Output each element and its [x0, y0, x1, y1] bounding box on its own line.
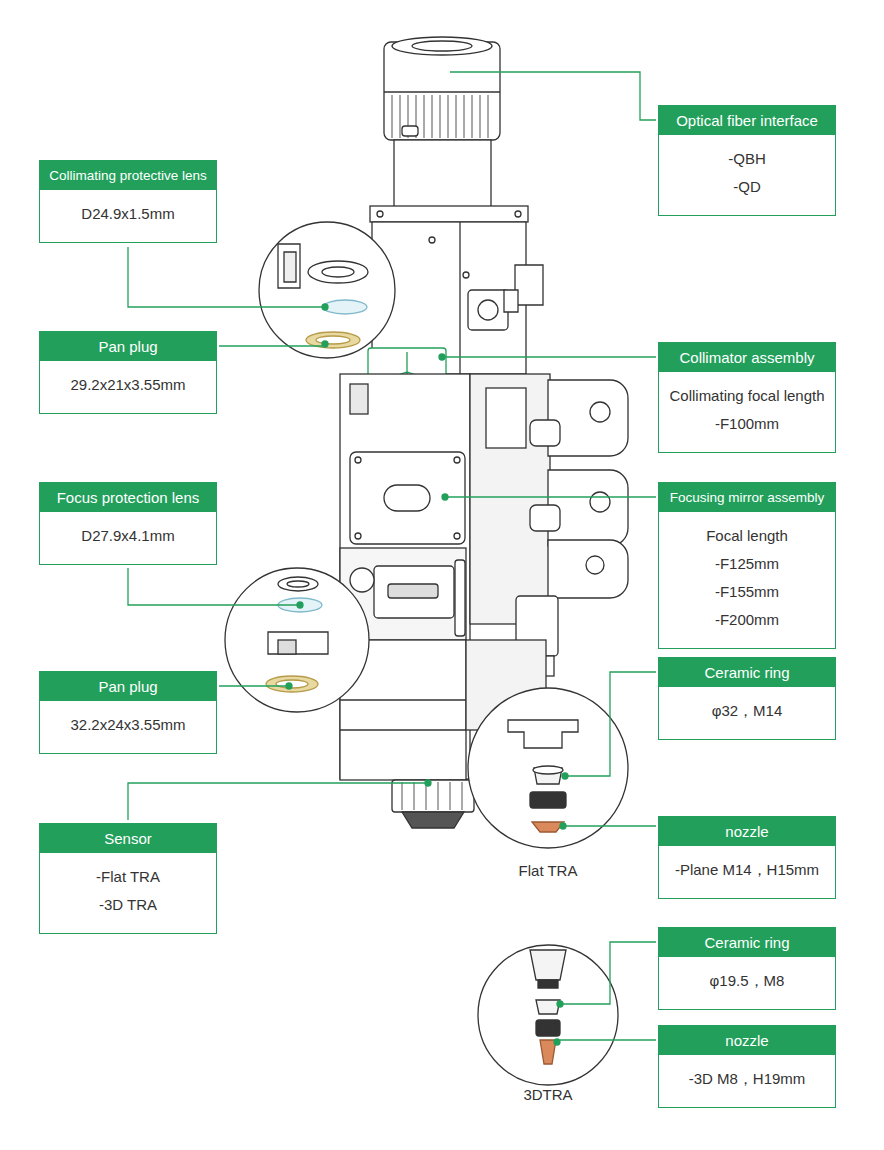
part-label: 3DTRA	[523, 1086, 572, 1103]
spec-text: -QD	[665, 173, 829, 201]
callout-heading: Pan plug	[40, 332, 216, 361]
callout-body: φ19.5，M8	[659, 957, 835, 1009]
callout-body: -3D M8，H19mm	[659, 1055, 835, 1107]
callout-box: Collimating protective lensD24.9x1.5mm	[39, 160, 217, 243]
spec-text: -F155mm	[665, 578, 829, 606]
detail-magnifiers	[225, 222, 628, 1085]
callout-heading: Sensor	[40, 824, 216, 853]
part-label: Flat TRA	[519, 862, 578, 879]
spec-text: D27.9x4.1mm	[46, 522, 210, 550]
callout-body: D27.9x4.1mm	[40, 512, 216, 564]
spec-text: -Flat TRA	[46, 863, 210, 891]
callout-box: Ceramic ring φ32，M14	[658, 657, 836, 740]
spec-text: -Plane M14，H15mm	[665, 856, 829, 884]
callout-box: Collimator assemblyCollimating focal len…	[658, 342, 836, 453]
spec-text: -QBH	[665, 145, 829, 173]
spec-text: -F100mm	[665, 410, 829, 438]
callout-box: Optical fiber interface-QBH-QD	[658, 105, 836, 216]
callout-body: D24.9x1.5mm	[40, 190, 216, 242]
spec-text: -3D TRA	[46, 891, 210, 919]
spec-text: -3D M8，H19mm	[665, 1065, 829, 1093]
callout-body: Collimating focal length-F100mm	[659, 372, 835, 452]
callout-heading: Collimating protective lens	[40, 161, 216, 190]
callout-box: nozzle -Plane M14，H15mm	[658, 816, 836, 899]
callout-body: -QBH-QD	[659, 135, 835, 215]
callout-heading: Pan plug	[40, 672, 216, 701]
callout-box: Ceramic ring φ19.5，M8	[658, 927, 836, 1010]
callout-box: Sensor-Flat TRA-3D TRA	[39, 823, 217, 934]
callout-heading: nozzle	[659, 817, 835, 846]
callout-body: φ32，M14	[659, 687, 835, 739]
callout-heading: Ceramic ring	[659, 928, 835, 957]
callout-box: Pan plug 29.2x21x3.55mm	[39, 331, 217, 414]
spec-text: Focal length	[665, 522, 829, 550]
callout-heading: Focusing mirror assembly	[659, 483, 835, 512]
callout-heading: Focus protection lens	[40, 483, 216, 512]
callout-body: 29.2x21x3.55mm	[40, 361, 216, 413]
callout-box: Focusing mirror assemblyFocal length-F12…	[658, 482, 836, 649]
callout-body: -Flat TRA-3D TRA	[40, 853, 216, 933]
spec-text: 29.2x21x3.55mm	[46, 371, 210, 399]
spec-text: φ19.5，M8	[665, 967, 829, 995]
callout-heading: Optical fiber interface	[659, 106, 835, 135]
spec-text: Collimating focal length	[665, 382, 829, 410]
callout-body: 32.2x24x3.55mm	[40, 701, 216, 753]
callout-box: Focus protection lensD27.9x4.1mm	[39, 482, 217, 565]
spec-text: φ32，M14	[665, 697, 829, 725]
callout-heading: nozzle	[659, 1026, 835, 1055]
spec-text: -F125mm	[665, 550, 829, 578]
spec-text: -F200mm	[665, 606, 829, 634]
callout-box: Pan plug 32.2x24x3.55mm	[39, 671, 217, 754]
spec-text: 32.2x24x3.55mm	[46, 711, 210, 739]
callout-body: Focal length-F125mm-F155mm-F200mm	[659, 512, 835, 648]
callout-heading: Collimator assembly	[659, 343, 835, 372]
spec-text: D24.9x1.5mm	[46, 200, 210, 228]
callout-heading: Ceramic ring	[659, 658, 835, 687]
callout-box: nozzle -3D M8，H19mm	[658, 1025, 836, 1108]
callout-body: -Plane M14，H15mm	[659, 846, 835, 898]
